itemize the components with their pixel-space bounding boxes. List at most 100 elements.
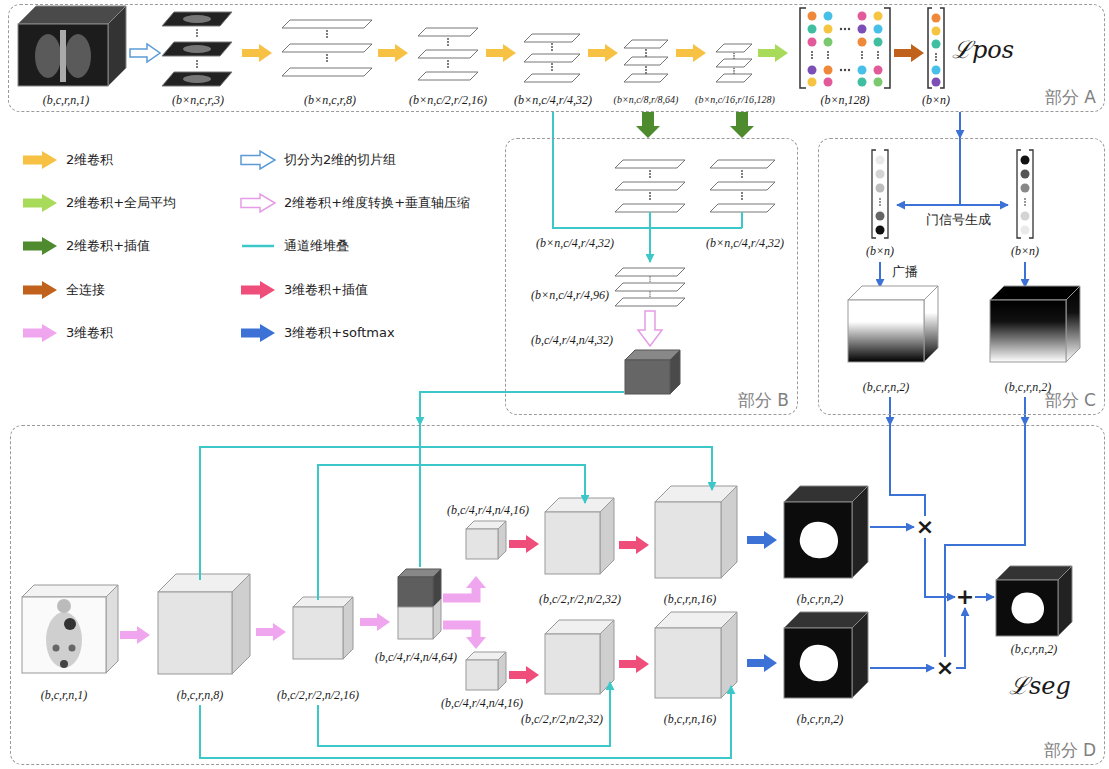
part-b-figure <box>741 212 743 228</box>
part-a-figure <box>932 40 941 49</box>
dimension-label: (b,c,r,n,2) <box>797 712 844 726</box>
connector-line <box>420 392 505 425</box>
part-d-figure <box>64 618 76 630</box>
part-name: 部分 C <box>1045 391 1096 410</box>
legend-hollow-arrow <box>241 151 275 169</box>
part-b-figure <box>625 360 670 394</box>
part-a-figure <box>18 6 944 88</box>
legend-text: 2维卷积+维度转换+垂直轴压缩 <box>284 194 470 212</box>
legend-item: 切分为2维的切片组 <box>240 150 396 170</box>
part-d-figure <box>22 597 106 673</box>
legend-swatch <box>240 323 276 343</box>
part-c-figure <box>848 138 1080 415</box>
dimension-label: (b,c,r,n,2) <box>797 592 844 606</box>
dimension-label: (b×n) <box>922 93 950 107</box>
legend-swatch <box>22 236 58 256</box>
part-d-figure <box>443 625 476 637</box>
dimension-label: (b,c,r,n,2) <box>1005 380 1052 394</box>
legend-text: 2维卷积+全局平均 <box>66 194 176 212</box>
legend-text: 3维卷积+插值 <box>284 281 368 299</box>
part-c-figure <box>879 198 881 206</box>
part-d-figure <box>619 655 649 673</box>
dimension-label: (b×n,c,r,8) <box>304 93 356 107</box>
part-d-figure <box>200 425 731 758</box>
part-d-figure <box>120 626 150 644</box>
part-a-figure <box>808 66 817 75</box>
dimension-label: (b,c/2,r/2,n/2,32) <box>539 592 621 606</box>
dimension-label: (b,c,r,n,1) <box>43 93 90 107</box>
part-a-figure <box>758 44 788 62</box>
legend-item: 通道维堆叠 <box>240 236 349 256</box>
dimension-label: (b×n,128) <box>820 93 869 107</box>
part-c-figure <box>1024 262 1026 287</box>
legend-item: 2维卷积+维度转换+垂直轴压缩 <box>240 193 470 213</box>
part-a-figure <box>935 53 937 61</box>
part-d-figure <box>655 502 721 578</box>
dimension-label: (b,c/4,r/4,n/4,16) <box>447 503 529 517</box>
part-d-figure <box>60 660 68 668</box>
part-a-figure <box>162 12 232 26</box>
part-b-figure <box>649 170 651 178</box>
part-a-figure <box>378 44 408 62</box>
part-d-figure <box>433 599 441 639</box>
legend-arrow <box>241 324 275 342</box>
part-a-figure <box>874 25 883 34</box>
part-d-figure <box>870 667 934 669</box>
connector-line <box>959 112 961 138</box>
part-a-figure <box>894 44 924 62</box>
part-a-figure <box>874 78 883 87</box>
part-a-figure <box>848 69 850 71</box>
part-b-figure <box>615 160 685 168</box>
part-b-figure <box>649 170 743 297</box>
part-a-figure <box>418 50 478 58</box>
part-d-figure <box>200 686 731 758</box>
dimension-label: (b×n) <box>866 244 894 258</box>
part-a-figure <box>811 28 879 71</box>
dimension-label: (b,c,r,n,2) <box>1011 642 1058 656</box>
operator-symbol: + <box>956 584 974 610</box>
dimension-label: (b,c/2,r/2,n/2,16) <box>277 688 359 702</box>
part-d-figure <box>784 628 852 698</box>
dimension-label: (b×n,c/8,r/8,64) <box>614 94 679 106</box>
legend-arrow <box>241 281 275 299</box>
part-d-figure <box>256 623 286 641</box>
part-a-figure <box>932 27 941 36</box>
part-name: 部分 D <box>1044 741 1097 760</box>
part-d-figure <box>466 576 486 588</box>
part-a-figure <box>196 60 198 68</box>
part-d-figure <box>890 425 925 516</box>
part-d-figure <box>600 498 614 574</box>
part-d-figure <box>945 425 1025 657</box>
part-a-figure <box>588 44 618 62</box>
part-a-figure <box>183 45 211 53</box>
part-a-figure <box>858 66 867 75</box>
legend-arrow <box>23 194 57 212</box>
part-c-figure <box>960 204 1008 206</box>
legend-text: 切分为2维的切片组 <box>284 151 396 169</box>
part-d-figure <box>200 447 712 580</box>
part-c-figure <box>1021 156 1030 165</box>
part-a-figure <box>551 43 553 51</box>
part-panel: 部分 C <box>818 138 1105 415</box>
dimension-label: (b×n) <box>1011 244 1039 258</box>
dimension-label: (b,c,r,n,2) <box>863 380 910 394</box>
part-c-figure <box>1017 150 1033 238</box>
dimension-label: (b,c,r,n,16) <box>664 592 717 606</box>
part-d-figure <box>498 521 506 559</box>
connector-line <box>552 112 554 138</box>
part-b-figure <box>615 160 775 306</box>
legend-text: 通道维堆叠 <box>284 237 349 255</box>
dimension-label: (b×n,c/4,r/4,32) <box>514 93 592 107</box>
part-a-figure <box>858 38 867 47</box>
dimension-label: (b,c/2,r/2,n/2,32) <box>521 712 603 726</box>
part-c-figure <box>1024 397 1026 415</box>
legend-swatch <box>240 193 276 213</box>
part-d-figure <box>747 531 777 549</box>
dimension-label: (b×n,c/16,r/16,128) <box>695 94 775 106</box>
annotation-label: 门信号生成 <box>926 212 991 228</box>
legend-arrow <box>23 151 57 169</box>
part-b-figure <box>710 204 775 212</box>
part-d-figure <box>398 577 433 607</box>
legend-arrow <box>23 237 57 255</box>
